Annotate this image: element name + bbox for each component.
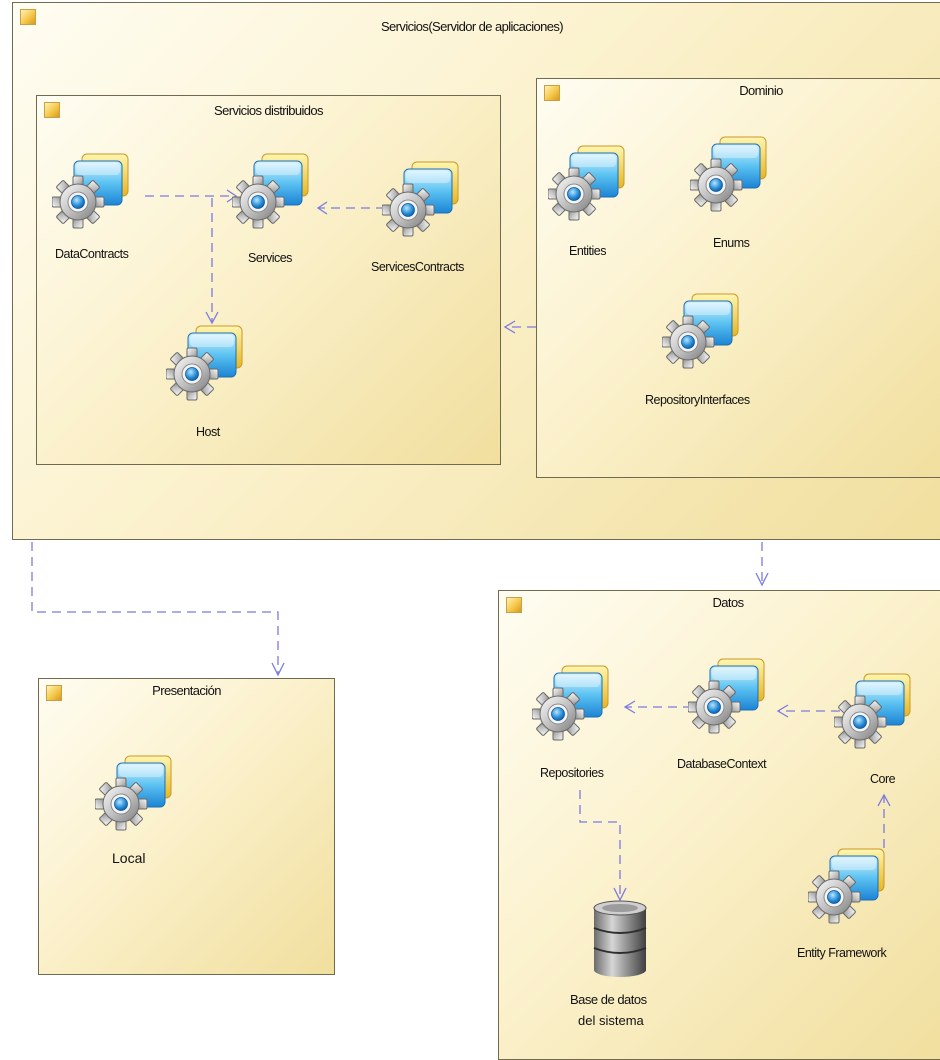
component-icon [690, 133, 770, 213]
component-label-databasecontext: DatabaseContext [677, 757, 767, 771]
package-icon [544, 85, 560, 101]
component-icon [834, 670, 914, 750]
package-icon [44, 102, 60, 118]
component-icon [662, 290, 742, 370]
package-icon [20, 9, 36, 25]
component-icon [382, 158, 462, 238]
component-label-repositoryinterfaces: RepositoryInterfaces [645, 393, 750, 407]
component-icon [808, 845, 888, 925]
package-icon [46, 685, 62, 701]
connector-repositories-database [579, 790, 621, 900]
package-title-datos: Datos [712, 595, 745, 610]
package-presentacion: Presentación [38, 678, 335, 975]
component-icon [532, 662, 612, 742]
component-label-local: Local [112, 850, 146, 866]
package-title-distribuidos: Servicios distribuidos [214, 103, 324, 118]
component-label-core: Core [870, 772, 896, 786]
component-icon [688, 655, 768, 735]
component-label-host: Host [196, 425, 220, 439]
component-label-entityframework: Entity Framework [797, 946, 887, 960]
component-icon [166, 322, 246, 402]
package-title-presentacion: Presentación [152, 683, 221, 698]
component-label-enums: Enums [713, 236, 750, 250]
component-icon [232, 150, 312, 230]
database-label-line1: Base de datos [570, 992, 647, 1007]
database-icon [590, 900, 650, 980]
component-icon [52, 150, 132, 230]
package-icon [506, 597, 522, 613]
component-label-datacontracts: DataContracts [55, 247, 129, 261]
package-title-dominio: Dominio [739, 83, 783, 98]
component-icon [95, 752, 175, 832]
component-label-services: Services [248, 251, 292, 265]
component-label-servicescontracts: ServicesContracts [371, 260, 464, 274]
package-title-servicios: Servicios(Servidor de aplicaciones) [380, 19, 564, 34]
component-label-entities: Entities [569, 244, 607, 258]
component-label-repositories: Repositories [540, 766, 604, 780]
database-label-line2: del sistema [578, 1013, 644, 1028]
component-icon [548, 142, 628, 222]
connector-servicios-presentacion [31, 542, 279, 674]
